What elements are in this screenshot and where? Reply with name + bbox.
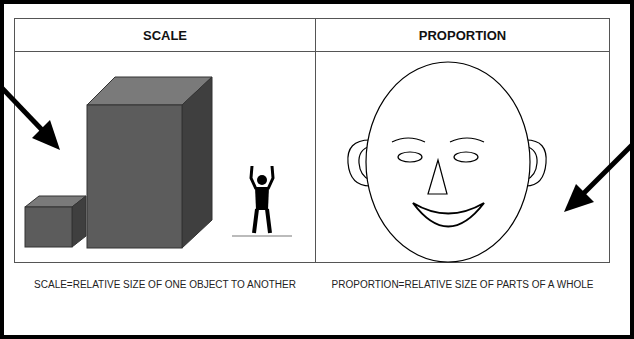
- header-cell: PROPORTION: [315, 18, 610, 52]
- large-box-side: [182, 77, 212, 248]
- pointer-arrow: [0, 86, 60, 150]
- panel-frame: [15, 52, 610, 263]
- caption-text: SCALE=RELATIVE SIZE OF ONE OBJECT TO ANO…: [30, 276, 300, 293]
- person-silhouette: [232, 166, 292, 236]
- small-box-side: [72, 196, 86, 247]
- caption-text: PROPORTION=RELATIVE SIZE OF PARTS OF A W…: [330, 276, 595, 293]
- header-text: SCALE: [143, 28, 187, 43]
- pointer-arrow: [564, 143, 634, 212]
- header-cell: SCALE: [14, 18, 316, 52]
- panel-divider: [315, 51, 316, 262]
- header-text: PROPORTION: [419, 28, 506, 43]
- face-drawing: [348, 62, 546, 262]
- small-box-front: [25, 207, 72, 247]
- large-box-front: [87, 105, 182, 248]
